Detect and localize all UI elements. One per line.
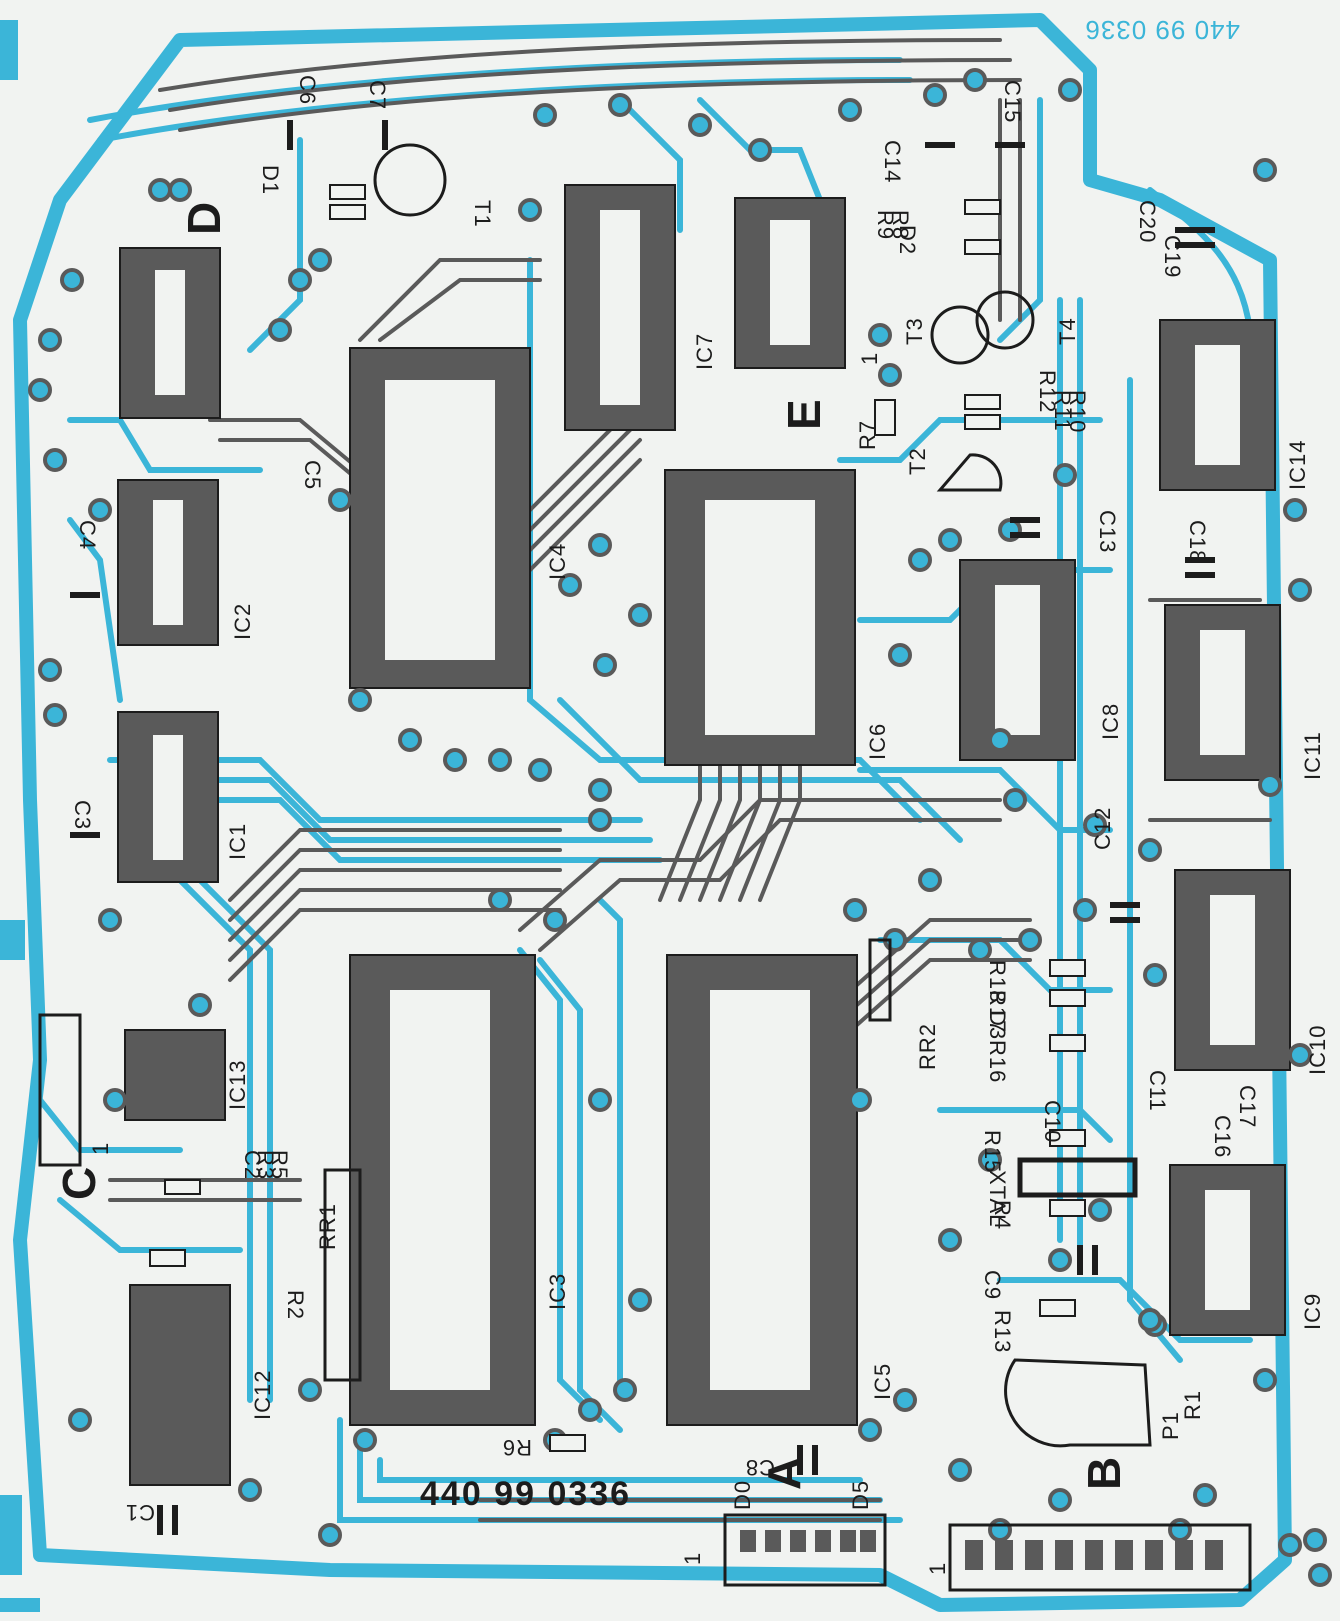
capacitor-label: C5 [300, 460, 325, 490]
section-label-a: A [758, 1457, 810, 1490]
resistor-label: R16 [985, 1040, 1010, 1083]
ic-label: IC10 [1305, 1025, 1330, 1075]
transistor-label: T4 [1055, 317, 1080, 345]
resistor-label: R13 [990, 1310, 1015, 1353]
resistor-label: R18 [985, 960, 1010, 1003]
section-label-c: C [53, 1167, 105, 1200]
resistor-label: R2 [283, 1290, 308, 1320]
capacitor-label: C11 [1145, 1070, 1170, 1112]
bottom-copper-tracks [108, 38, 1272, 1522]
resistor-label: R7 [855, 420, 880, 450]
section-label-d: D [178, 202, 230, 235]
resistor-label: R11 [1050, 390, 1075, 432]
capacitor-label: C1 [125, 1500, 155, 1525]
capacitor-label: C8 [745, 1455, 775, 1480]
ic-label: IC9 [1300, 1293, 1325, 1330]
resistor-label: R12 [1035, 370, 1060, 413]
ic-label: IC2 [230, 603, 255, 640]
capacitor-label: C4 [75, 520, 100, 550]
transistor-label: T2 [905, 447, 930, 475]
part-number: 440 99 0336 [420, 1475, 631, 1513]
capacitor-label: C16 [1210, 1115, 1235, 1158]
ic-label: IC8 [1098, 703, 1123, 740]
potentiometer-label: P1 [1158, 1411, 1183, 1440]
connector-pin-label: D0 [730, 1480, 755, 1510]
part-number-mirrored: 440 99 0336 [1084, 15, 1240, 45]
resistor-label: R3 [253, 1150, 278, 1180]
resistor-network-label: RR2 [915, 1023, 940, 1070]
transistor-label: T1 [470, 200, 495, 228]
pin-one-marker: 1 [925, 1562, 950, 1575]
resistor-label: R4 [990, 1200, 1015, 1230]
ic-label: IC6 [865, 723, 890, 760]
connector-pin-label: D5 [848, 1480, 873, 1510]
ic-label: IC11 [1300, 731, 1325, 780]
capacitor-label: C15 [1000, 80, 1025, 123]
capacitor-label: C10 [1040, 1100, 1065, 1143]
transistor-label: T3 [902, 317, 927, 345]
section-label-e: E [778, 399, 830, 430]
capacitor-label: C6 [295, 75, 320, 105]
capacitor-label: C18 [1185, 520, 1210, 563]
capacitor-label: C2 [240, 1150, 265, 1180]
resistor-label: R10 [1065, 390, 1090, 433]
crystal-label: XTAL [985, 1170, 1010, 1227]
resistor-label: R6 [502, 1435, 532, 1460]
ic-label: IC13 [225, 1060, 250, 1110]
capacitor-label: C14 [880, 140, 905, 183]
resistor-label: R15 [980, 1130, 1005, 1173]
pin-one-marker: 1 [857, 352, 882, 365]
board-outline [13, 13, 1292, 1612]
resistor-label: R5 [267, 1150, 292, 1180]
capacitor-label: C12 [1090, 807, 1115, 850]
ic-label: IC5 [870, 1363, 895, 1400]
section-label-b: B [1078, 1457, 1130, 1490]
capacitor-label: C9 [980, 1270, 1005, 1300]
capacitor-label: C3 [70, 800, 95, 830]
ic-centers [153, 210, 1255, 1390]
capacitor-label: C19 [1160, 235, 1185, 278]
diode-label: D1 [258, 165, 283, 195]
ic-label: IC1 [225, 823, 250, 860]
resistor-label: R9 [873, 210, 898, 240]
ic-label: IC14 [1285, 440, 1310, 490]
capacitor-label: C17 [1235, 1085, 1260, 1128]
resistor-network-label: RR1 [315, 1203, 340, 1250]
capacitor-symbols [70, 120, 1215, 1535]
capacitor-label: C13 [1095, 510, 1120, 553]
capacitor-label: C7 [365, 80, 390, 110]
via-pads [28, 68, 1332, 1587]
diode-label: D3 [985, 1010, 1010, 1040]
pin-one-marker: 1 [680, 1552, 705, 1565]
resistor-label: R1 [1180, 1390, 1205, 1420]
resistor-symbols [149, 184, 1086, 1452]
pin-one-marker: 1 [88, 1142, 113, 1155]
ic-label: IC7 [692, 333, 717, 370]
ic-label: IC3 [545, 1273, 570, 1310]
resistor-label: R17 [985, 990, 1010, 1033]
diode-label: D2 [895, 225, 920, 255]
ic-label: IC4 [545, 543, 570, 580]
capacitor-label: C20 [1135, 200, 1160, 243]
resistor-label: R8 [888, 210, 913, 240]
registration-marks [0, 20, 40, 1612]
header-pads [740, 1530, 1223, 1570]
component-outlines [38, 143, 1252, 1592]
ic-label: IC12 [250, 1370, 275, 1420]
